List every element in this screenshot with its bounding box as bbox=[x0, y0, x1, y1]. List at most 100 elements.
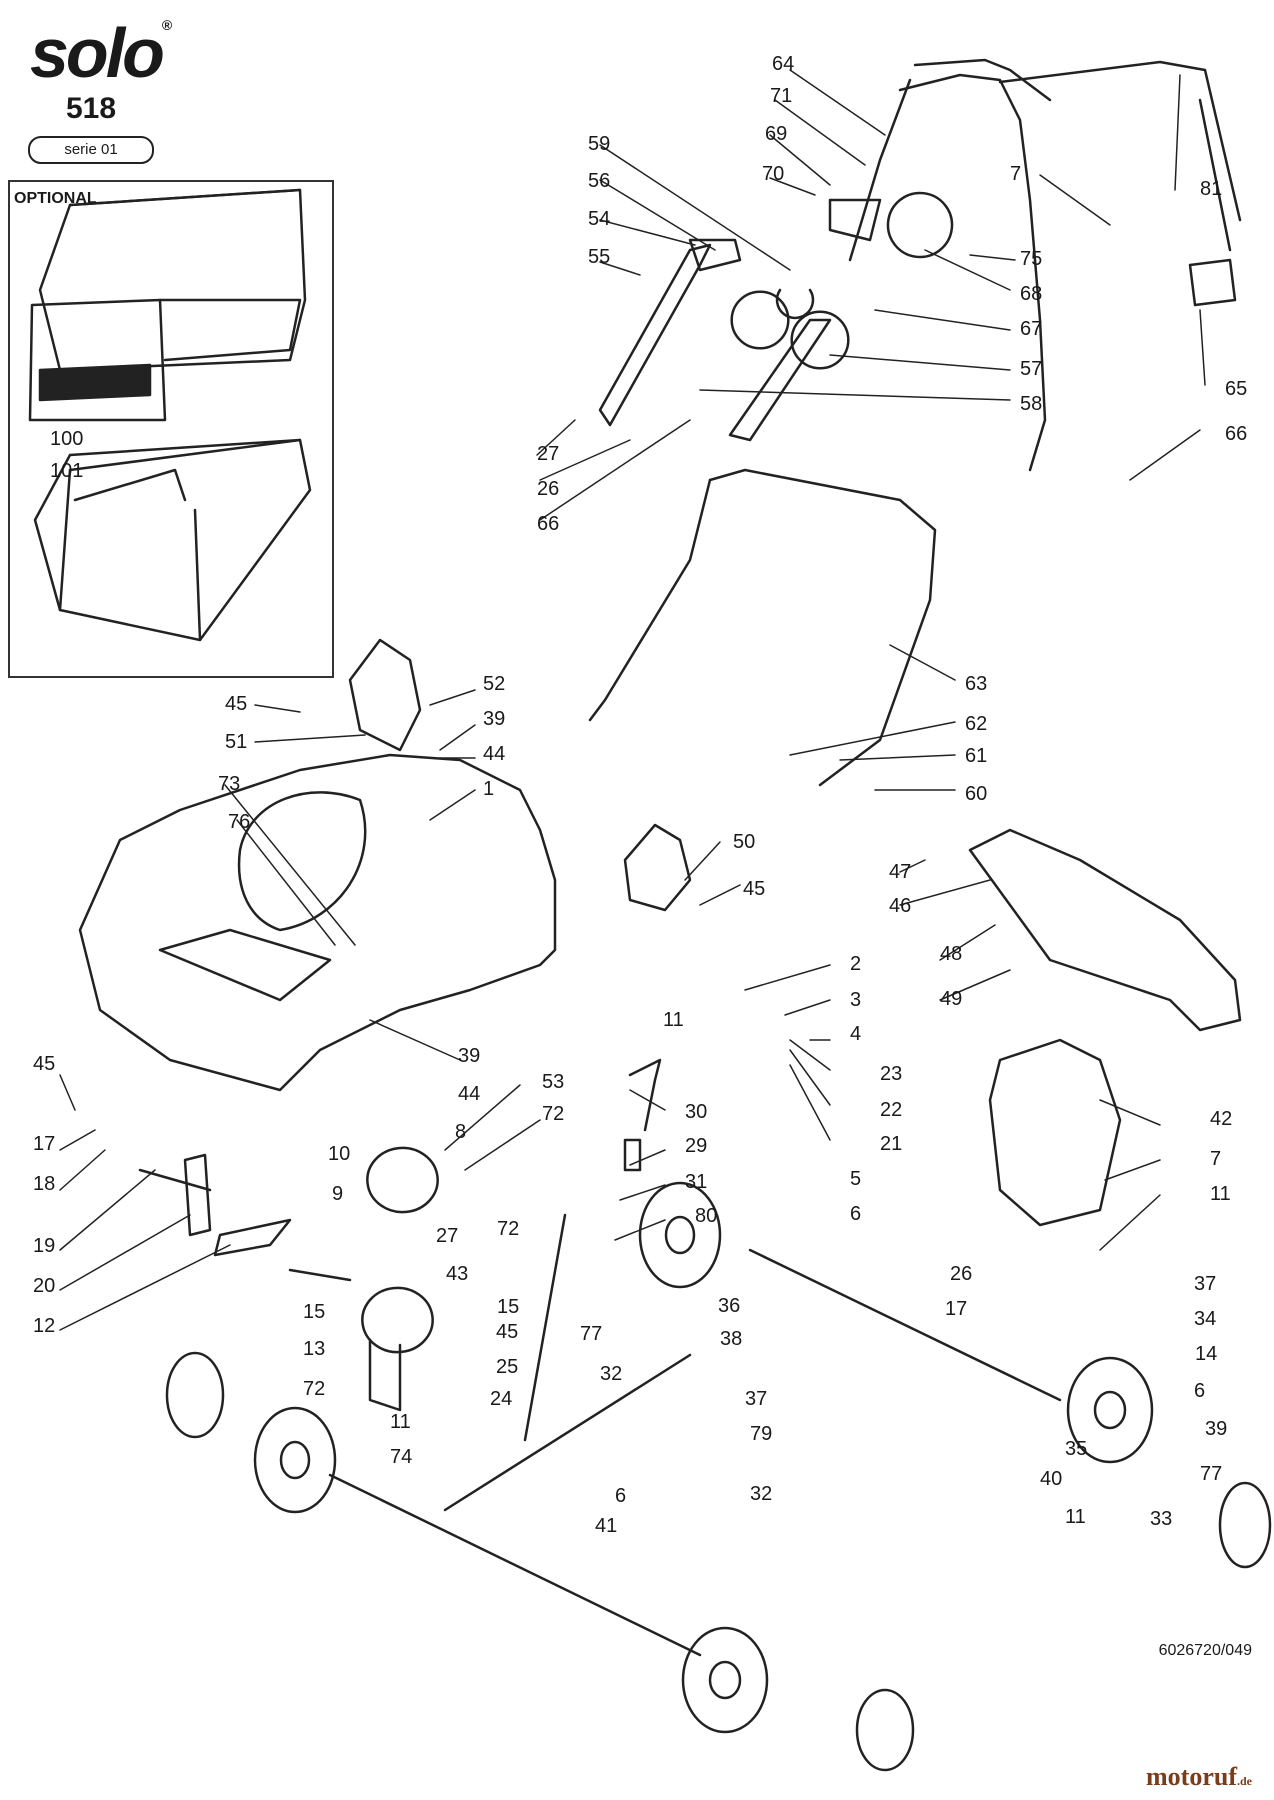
callout-label: 40 bbox=[1040, 1468, 1062, 1490]
callout-label: 70 bbox=[762, 163, 784, 185]
callout-label: 55 bbox=[588, 246, 610, 268]
model-number: 518 bbox=[66, 92, 117, 125]
callout-label: 18 bbox=[33, 1173, 55, 1195]
callout-label: 32 bbox=[600, 1363, 622, 1385]
callout-label: 44 bbox=[458, 1083, 480, 1105]
callout-label: 101 bbox=[50, 460, 83, 482]
callout-label: 29 bbox=[685, 1135, 707, 1157]
callout-label: 79 bbox=[750, 1423, 772, 1445]
callout-label: 7 bbox=[1010, 163, 1021, 185]
callout-label: 23 bbox=[880, 1063, 902, 1085]
callout-label: 26 bbox=[950, 1263, 972, 1285]
callout-label: 39 bbox=[458, 1045, 480, 1067]
callout-label: 49 bbox=[940, 988, 962, 1010]
callout-label: 67 bbox=[1020, 318, 1042, 340]
callout-label: 77 bbox=[580, 1323, 602, 1345]
callout-label: 56 bbox=[588, 170, 610, 192]
callout-label: 30 bbox=[685, 1101, 707, 1123]
callout-label: 11 bbox=[663, 1009, 684, 1031]
callout-label: 53 bbox=[542, 1071, 564, 1093]
bag-frame-illustration bbox=[33, 438, 312, 642]
callout-label: 81 bbox=[1200, 178, 1222, 200]
callout-label: 60 bbox=[965, 783, 987, 805]
callout-label: 75 bbox=[1020, 248, 1042, 270]
callout-label: 72 bbox=[542, 1103, 564, 1125]
optional-accessories-box bbox=[8, 180, 334, 678]
callout-label: 65 bbox=[1225, 378, 1247, 400]
callout-label: 15 bbox=[303, 1301, 325, 1323]
callout-label: 22 bbox=[880, 1099, 902, 1121]
leader-lines bbox=[59, 69, 1206, 1331]
drawing-number: 6026720/049 bbox=[1158, 1642, 1252, 1659]
callout-label: 38 bbox=[720, 1328, 742, 1350]
callout-label: 45 bbox=[225, 693, 247, 715]
callout-label: 47 bbox=[889, 861, 911, 883]
callout-label: 72 bbox=[497, 1218, 519, 1240]
callout-label: 45 bbox=[33, 1053, 55, 1075]
callout-label: 11 bbox=[1065, 1506, 1086, 1528]
callout-label: 20 bbox=[33, 1275, 55, 1297]
callout-label: 41 bbox=[595, 1515, 617, 1537]
callout-label: 11 bbox=[390, 1411, 411, 1433]
callout-label: 66 bbox=[537, 513, 559, 535]
callout-label: 33 bbox=[1150, 1508, 1172, 1530]
callout-label: 14 bbox=[1195, 1343, 1217, 1365]
callout-label: 45 bbox=[743, 878, 765, 900]
wheels-illustration bbox=[165, 1181, 1272, 1772]
callout-label: 15 bbox=[497, 1296, 519, 1318]
series-badge: serie 01 bbox=[28, 136, 154, 164]
callout-label: 57 bbox=[1020, 358, 1042, 380]
callout-label: 69 bbox=[765, 123, 787, 145]
callout-label: 34 bbox=[1194, 1308, 1216, 1330]
callout-label: 51 bbox=[225, 731, 247, 753]
callout-label: 7 bbox=[1210, 1148, 1221, 1170]
callout-label: 10 bbox=[328, 1143, 350, 1165]
callout-label: 68 bbox=[1020, 283, 1042, 305]
callout-label: 9 bbox=[332, 1183, 343, 1205]
callout-label: 27 bbox=[436, 1225, 458, 1247]
callout-label: 24 bbox=[490, 1388, 512, 1410]
callout-label: 6 bbox=[850, 1203, 861, 1225]
callout-label: 13 bbox=[303, 1338, 325, 1360]
callout-label: 35 bbox=[1065, 1438, 1087, 1460]
blade-shaft-illustration bbox=[138, 1153, 352, 1282]
callout-label: 58 bbox=[1020, 393, 1042, 415]
callout-label: 17 bbox=[945, 1298, 967, 1320]
callout-label: 6 bbox=[615, 1485, 626, 1507]
lower-handle-illustration bbox=[588, 468, 937, 787]
height-adjust-illustration bbox=[623, 1058, 662, 1172]
roller-illustration bbox=[361, 1146, 439, 1412]
callout-label: 61 bbox=[965, 745, 987, 767]
callout-label: 76 bbox=[228, 811, 250, 833]
callout-label: 37 bbox=[745, 1388, 767, 1410]
lever-cluster-illustration bbox=[598, 191, 1237, 442]
side-chute-illustration bbox=[988, 1038, 1122, 1227]
callout-label: 44 bbox=[483, 743, 505, 765]
callout-label: 25 bbox=[496, 1356, 518, 1378]
callout-label: 52 bbox=[483, 673, 505, 695]
callout-label: 46 bbox=[889, 895, 911, 917]
bracket-50-illustration bbox=[623, 823, 692, 912]
grass-bag-illustration bbox=[28, 188, 307, 422]
callout-label: 74 bbox=[390, 1446, 412, 1468]
callout-label: 26 bbox=[537, 478, 559, 500]
callout-label: 73 bbox=[218, 773, 240, 795]
callout-label: 43 bbox=[446, 1263, 468, 1285]
brand-logo: solo® bbox=[30, 14, 172, 92]
callout-label: 42 bbox=[1210, 1108, 1232, 1130]
callout-label: 71 bbox=[770, 85, 792, 107]
callout-label: 63 bbox=[965, 673, 987, 695]
callout-label: 80 bbox=[695, 1205, 717, 1227]
callout-label: 1 bbox=[483, 778, 494, 800]
callout-label: 4 bbox=[850, 1023, 861, 1045]
callout-label: 64 bbox=[772, 53, 794, 75]
callout-label: 32 bbox=[750, 1483, 772, 1505]
callout-label: 17 bbox=[33, 1133, 55, 1155]
callout-label: 2 bbox=[850, 953, 861, 975]
rear-flap-illustration bbox=[968, 828, 1242, 1032]
callout-label: 62 bbox=[965, 713, 987, 735]
callout-label: 36 bbox=[718, 1295, 740, 1317]
callout-label: 31 bbox=[685, 1171, 707, 1193]
